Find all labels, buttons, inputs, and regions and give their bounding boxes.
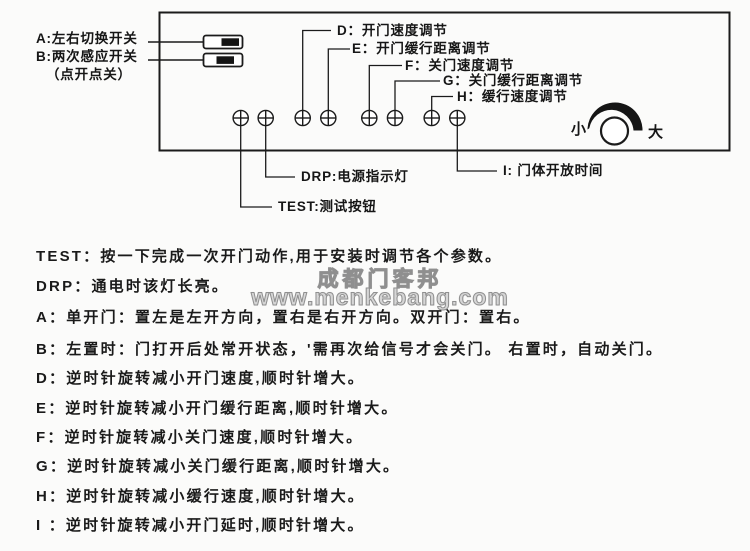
note-a: A：单开门：置左是左开方向，置右是右开方向。双开门：置右。: [36, 309, 531, 326]
pot-g-label: G：关门缓行距离调节: [443, 73, 584, 88]
potentiometer-g-icon: [386, 109, 404, 127]
watermark-url: www.menkebang.com: [251, 284, 509, 311]
slide-switch-b-handle: [216, 56, 234, 64]
leader-line-g: [394, 80, 440, 111]
note-test: TEST：按一下完成一次开门动作,用于安装时调节各个参数。: [36, 248, 503, 265]
potentiometer-d-icon: [294, 109, 312, 127]
panel-outline: [158, 11, 731, 152]
knob-range-arc-icon: [587, 102, 643, 131]
leader-line-i: [456, 125, 497, 172]
leader-line-d: [302, 29, 331, 111]
note-d: D：逆时针旋转减小开门速度,顺时针增大。: [36, 370, 366, 387]
slide-switch-b: [202, 52, 244, 68]
potentiometer-f-icon: [360, 109, 378, 127]
potentiometer-e-icon: [319, 109, 337, 127]
note-f: F：逆时针旋转减小关门速度,顺时针增大。: [36, 429, 364, 446]
note-i: I ：逆时针旋转减小开门延时,顺时针增大。: [36, 517, 365, 534]
control-panel-diagram: [148, 11, 731, 208]
switch-b-label: B:两次感应开关: [36, 49, 138, 64]
pot-f-label: F：关门速度调节: [405, 57, 515, 73]
pot-e-label: E：开门缓行距离调节: [352, 41, 491, 56]
leader-line-e: [327, 48, 350, 111]
knob-icon: [599, 116, 630, 146]
leader-line-h: [431, 95, 453, 111]
potentiometer-i-icon: [448, 109, 466, 127]
leader-line-f: [368, 64, 402, 111]
note-h: H：逆时针旋转减小缓行速度,顺时针增大。: [36, 488, 366, 505]
leader-line-drp: [265, 125, 295, 178]
note-e: E：逆时针旋转减小开门缓行距离,顺时针增大。: [36, 400, 399, 417]
pot-d-label: D：开门速度调节: [337, 23, 448, 38]
drp-led-icon: [257, 109, 275, 127]
note-drp: DRP：通电时该灯长亮。: [36, 278, 230, 295]
knob-max-label: 大: [648, 124, 664, 141]
knob-min-label: 小: [571, 121, 587, 138]
pot-i-label: I: 门体开放时间: [503, 163, 604, 178]
potentiometer-h-icon: [423, 109, 441, 127]
drp-label: DRP:电源指示灯: [301, 169, 409, 184]
leader-line-test: [240, 125, 272, 208]
note-g: G：逆时针旋转减小关门缓行距离,顺时针增大。: [36, 458, 401, 475]
switch-b-sublabel: （点开点关）: [46, 67, 132, 82]
pot-h-label: H：缓行速度调节: [457, 89, 568, 104]
slide-switch-a-handle: [221, 38, 239, 46]
switch-a-label: A:左右切换开关: [36, 31, 138, 46]
test-label: TEST:测试按钮: [278, 199, 377, 214]
slide-switch-a: [202, 34, 244, 50]
note-b: B：左置时：门打开后处常开状态，'需再次给信号才会关门。 右置时，自动关门。: [36, 341, 664, 358]
watermark-brand: 成都门客邦: [317, 268, 443, 292]
test-button-icon: [232, 109, 249, 127]
